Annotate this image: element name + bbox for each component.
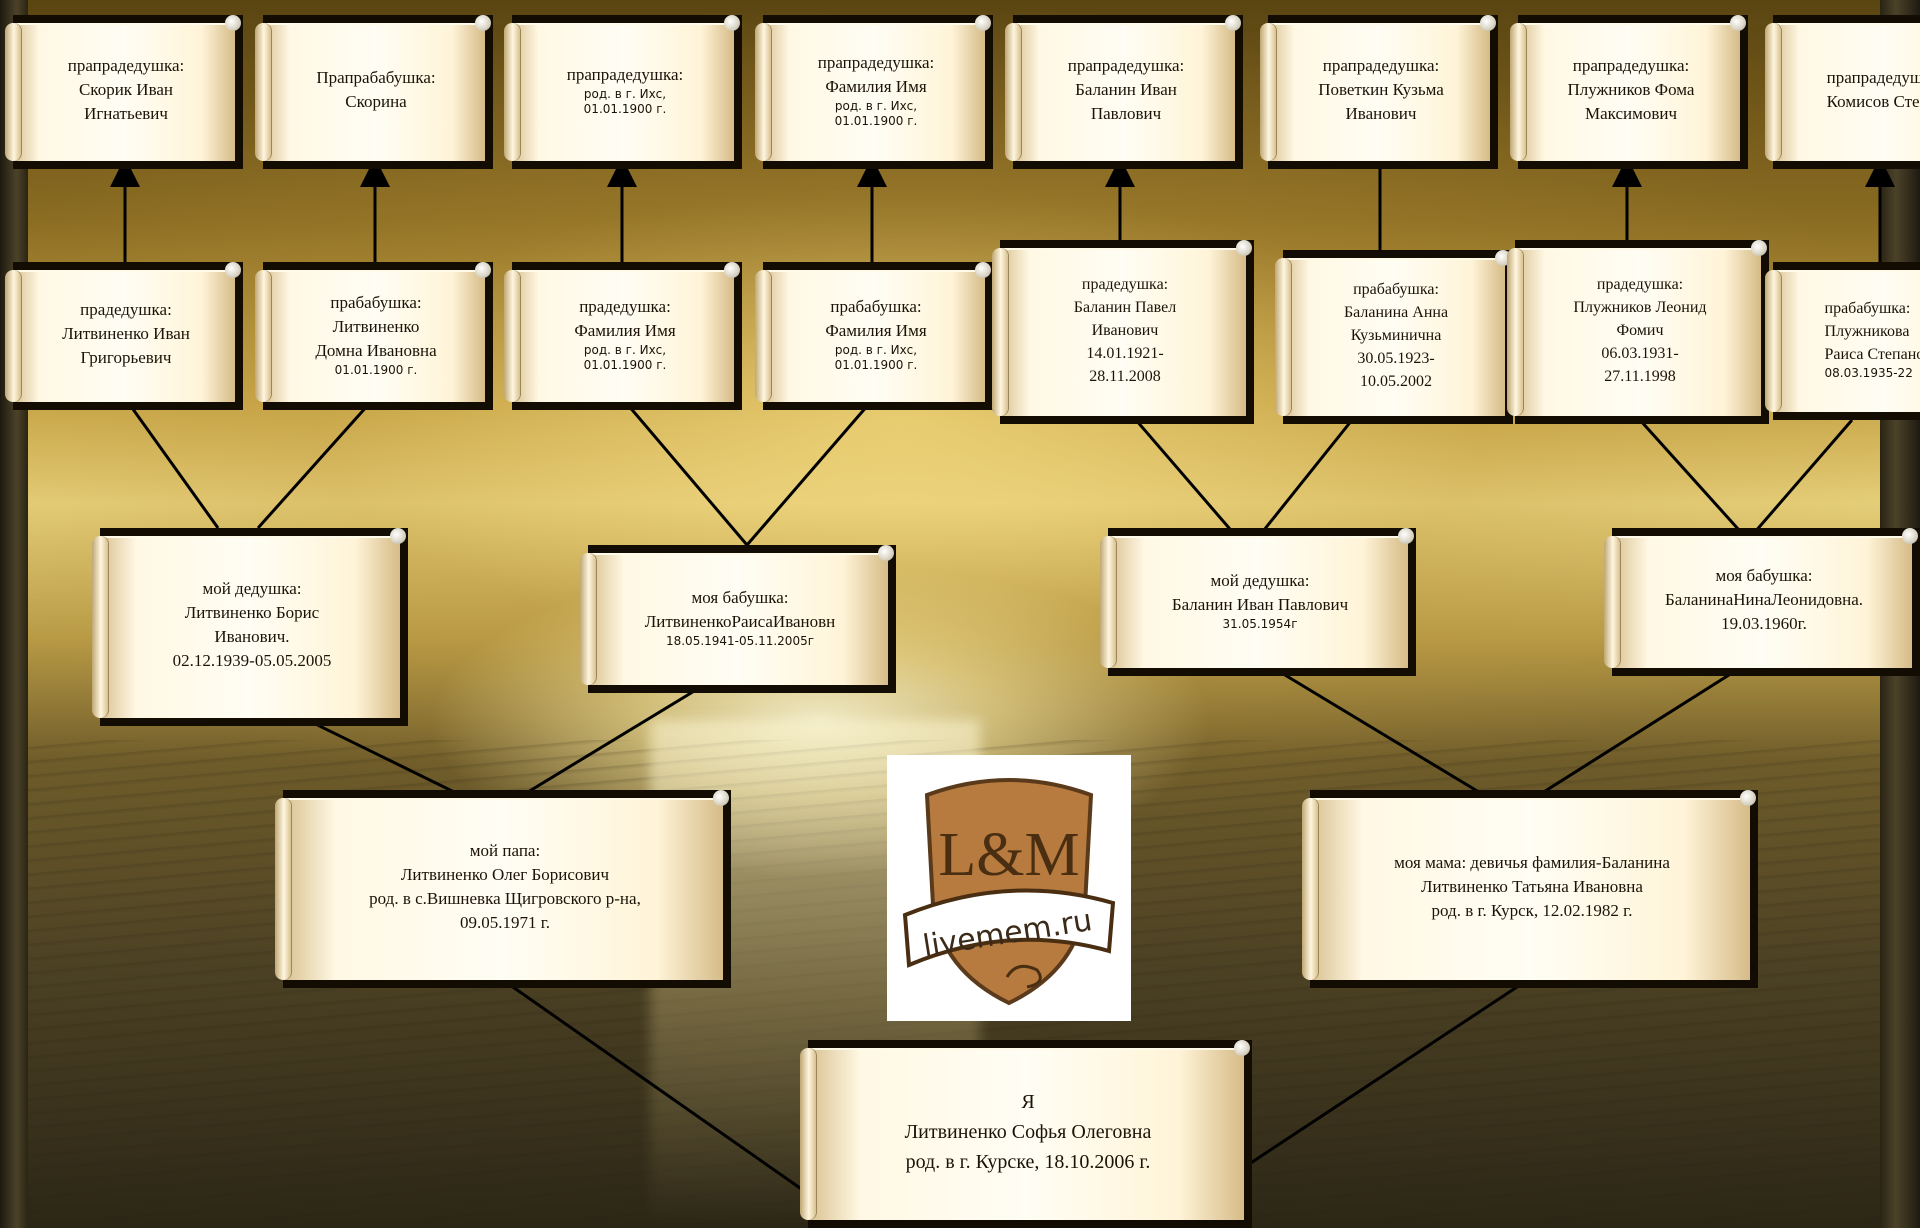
logo-graphic: L&M livemem.ru bbox=[902, 778, 1116, 1006]
livemem-logo[interactable]: L&M livemem.ru bbox=[887, 755, 1131, 1021]
person-name: Плужникова Раиса Степановна bbox=[1824, 323, 1920, 363]
person-name: Литвиненко Олег Борисович род. в с.Вишне… bbox=[369, 865, 641, 932]
role-label: прадедушка: bbox=[579, 297, 671, 316]
person-card-pgm[interactable]: моя бабушка: ЛитвиненкоРаисаИвановн 18.0… bbox=[580, 545, 896, 693]
role-label: моя мама: девичья фамилия-Баланина bbox=[1394, 853, 1670, 872]
person-name: Литвиненко Домна Ивановна bbox=[315, 316, 437, 360]
person-card-father[interactable]: мой папа: Литвиненко Олег Борисович род.… bbox=[275, 790, 731, 988]
person-name: Скорина bbox=[345, 92, 407, 111]
role-label: прадедушка: bbox=[80, 300, 172, 319]
link-mgf-mother bbox=[1279, 670, 1513, 814]
role-label: моя бабушка: bbox=[691, 587, 789, 607]
person-card-gm2[interactable]: прабабушка: Фамилия Имя род. в г. Ихс, 0… bbox=[755, 262, 993, 410]
person-card-mother[interactable]: моя мама: девичья фамилия-Баланина Литви… bbox=[1302, 790, 1758, 988]
person-card-gm4[interactable]: прабабушка: Плужникова Раиса Степановна … bbox=[1765, 262, 1920, 420]
person-name: БаланинаНинаЛеонидовна. 19.03.1960г. bbox=[1664, 590, 1864, 633]
person-name: ЛитвиненкоРаисаИвановн bbox=[644, 611, 836, 631]
person-name: Скорик Иван Игнатьевич bbox=[78, 80, 174, 123]
role-label: прапрадедушка: bbox=[1826, 68, 1920, 87]
role-label: мой папа: bbox=[469, 841, 541, 860]
person-card-gm3[interactable]: прабабушка: Баланина Анна Кузьминична 30… bbox=[1275, 250, 1513, 424]
person-card-ggf6[interactable]: прапрадедушка: Плужников Фома Максимович bbox=[1510, 15, 1748, 169]
ribbon-shape bbox=[902, 888, 1116, 968]
person-card-gm1[interactable]: прабабушка: Литвиненко Домна Ивановна 01… bbox=[255, 262, 493, 410]
person-card-ggf2[interactable]: прапрадедушка: род. в г. Ихс, 01.01.1900… bbox=[504, 15, 742, 169]
person-card-gf2[interactable]: прадедушка: Фамилия Имя род. в г. Ихс, 0… bbox=[504, 262, 742, 410]
role-label: моя бабушка: bbox=[1715, 566, 1813, 585]
link-mother-me bbox=[1224, 983, 1521, 1182]
person-name: Литвиненко Татьяна Ивановна род. в г. Ку… bbox=[1421, 877, 1643, 920]
role-label: прабабушка: bbox=[1824, 300, 1911, 317]
person-details: род. в г. Ихс, 01.01.1900 г. bbox=[834, 343, 918, 372]
person-card-ggf7[interactable]: прапрадедушка: Комисов Степан bbox=[1765, 15, 1920, 169]
person-name: Литвиненко Софья Олеговна род. в г. Курс… bbox=[904, 1121, 1152, 1173]
person-details: род. в г. Ихс, 01.01.1900 г. bbox=[834, 99, 918, 128]
link-father-me bbox=[509, 983, 811, 1197]
person-name: Плужников Фома Максимович bbox=[1567, 80, 1695, 123]
link-gf1-pgf bbox=[128, 404, 220, 529]
link-gm1-pgf bbox=[256, 404, 370, 529]
person-details: 18.05.1941-05.11.2005г bbox=[665, 633, 815, 648]
person-card-ggf1[interactable]: прапрадедушка: Скорик Иван Игнатьевич bbox=[5, 15, 243, 169]
person-card-mgm[interactable]: моя бабушка: БаланинаНинаЛеонидовна. 19.… bbox=[1604, 528, 1920, 676]
person-card-me[interactable]: Я Литвиненко Софья Олеговна род. в г. Ку… bbox=[800, 1040, 1252, 1228]
person-card-gf4[interactable]: прадедушка: Плужников Леонид Фомич 06.03… bbox=[1507, 240, 1769, 424]
role-label: прапрадедушка: bbox=[67, 56, 185, 75]
role-label: Я bbox=[1021, 1091, 1035, 1113]
role-label: прапрадедушка: bbox=[817, 53, 935, 72]
person-name: Поветкин Кузьма Иванович bbox=[1318, 80, 1444, 123]
person-name: Литвиненко Борис Иванович. 02.12.1939-05… bbox=[172, 603, 332, 670]
left-frame bbox=[0, 0, 28, 1228]
person-name: Фамилия Имя bbox=[825, 77, 927, 96]
ribbon-curl bbox=[1005, 964, 1042, 989]
role-label: прабабушка: bbox=[830, 297, 922, 316]
person-card-ggf4[interactable]: прапрадедушка: Баланин Иван Павлович bbox=[1005, 15, 1243, 169]
person-name: Фамилия Имя bbox=[574, 321, 676, 340]
role-label: прапрадедушка: bbox=[1067, 56, 1185, 75]
person-details: род. в г. Ихс, 01.01.1900 г. bbox=[583, 87, 667, 116]
person-card-ggm1[interactable]: Прапрабабушка: Скорина bbox=[255, 15, 493, 169]
link-gf4-mgm bbox=[1638, 418, 1750, 542]
role-label: мой дедушка: bbox=[202, 579, 302, 598]
role-label: прабабушка: bbox=[330, 292, 422, 312]
person-name: Баланин Павел Иванович 14.01.1921- 28.11… bbox=[1073, 298, 1177, 385]
link-gm2-pgm bbox=[745, 404, 870, 546]
role-label: прапрадедушка: bbox=[1322, 56, 1440, 75]
person-card-ggf3[interactable]: прапрадедушка: Фамилия Имя род. в г. Ихс… bbox=[755, 15, 993, 169]
role-label: прадедушка: bbox=[1596, 275, 1684, 293]
role-label: мой дедушка: bbox=[1210, 570, 1310, 590]
person-card-gf1[interactable]: прадедушка: Литвиненко Иван Григорьевич bbox=[5, 262, 243, 410]
link-gf2-pgm bbox=[626, 404, 749, 546]
person-name: Комисов Степан bbox=[1826, 92, 1920, 111]
person-details: 08.03.1935-22 bbox=[1824, 366, 1913, 380]
person-name: Баланин Иван Павлович bbox=[1075, 80, 1177, 123]
person-name: Фамилия Имя bbox=[825, 321, 927, 340]
person-card-pgf[interactable]: мой дедушка: Литвиненко Борис Иванович. … bbox=[92, 528, 408, 726]
link-gm4-mgm bbox=[1746, 419, 1854, 541]
person-card-ggf5[interactable]: прапрадедушка: Поветкин Кузьма Иванович bbox=[1260, 15, 1498, 169]
person-name: Баланин Иван Павлович bbox=[1171, 594, 1349, 614]
person-card-gf3[interactable]: прадедушка: Баланин Павел Иванович 14.01… bbox=[992, 240, 1254, 424]
person-name: Баланина Анна Кузьминична 30.05.1923- 10… bbox=[1343, 303, 1449, 390]
link-mgm-mother bbox=[1511, 666, 1741, 814]
role-label: прадедушка: bbox=[1081, 275, 1169, 293]
monogram-text: L&M bbox=[938, 821, 1079, 889]
person-name: Литвиненко Иван Григорьевич bbox=[62, 324, 190, 367]
person-card-mgf[interactable]: мой дедушка: Баланин Иван Павлович 31.05… bbox=[1100, 528, 1416, 676]
role-label: прабабушка: bbox=[1353, 280, 1439, 298]
role-label: прапрадедушка: bbox=[566, 65, 684, 84]
role-label: прапрадедушка: bbox=[1572, 56, 1690, 75]
role-label: Прапрабабушка: bbox=[316, 68, 436, 87]
person-name: Плужников Леонид Фомич 06.03.1931- 27.11… bbox=[1573, 298, 1707, 385]
person-details: 31.05.1954г bbox=[1222, 616, 1298, 631]
person-details: 01.01.1900 г. bbox=[334, 362, 418, 377]
person-details: род. в г. Ихс, 01.01.1900 г. bbox=[583, 343, 667, 372]
